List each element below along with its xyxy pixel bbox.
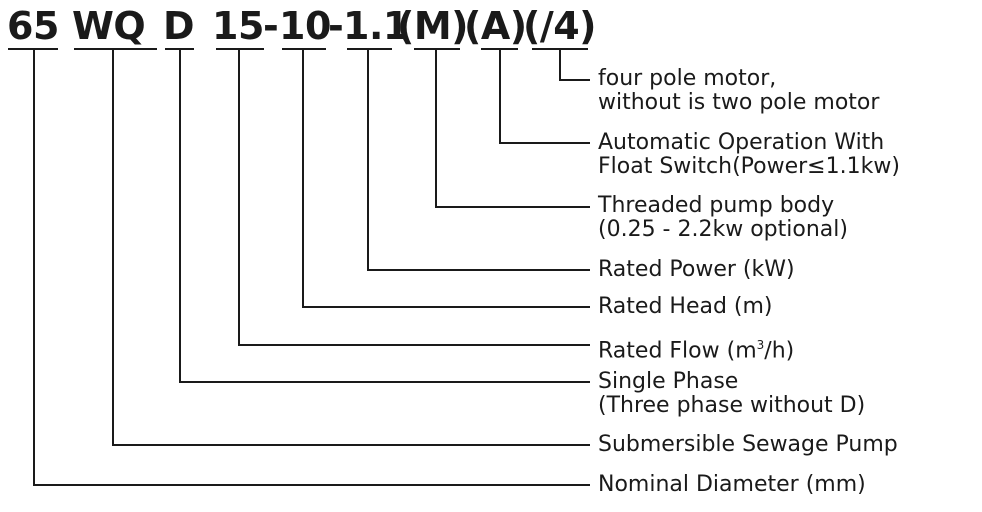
code-dash-2: -	[328, 4, 344, 48]
label-power: Rated Power (kW)	[598, 257, 795, 282]
code-auto: (A)	[464, 4, 527, 48]
label-phase: Single Phase (Three phase without D)	[598, 370, 865, 418]
code-diameter: 65	[7, 4, 59, 48]
flow-text-end: /h)	[764, 338, 795, 364]
code-four-pole: (/4)	[523, 4, 597, 48]
flow-text: Rated Flow (m	[598, 338, 757, 364]
code-phase: D	[163, 4, 195, 48]
code-dash-1: -	[263, 4, 279, 48]
code-flow: 15	[212, 4, 264, 48]
label-head: Rated Head (m)	[598, 294, 773, 319]
code-head: 10	[279, 4, 331, 48]
code-threaded: (M)	[397, 4, 469, 48]
label-line: (0.25 - 2.2kw optional)	[598, 217, 848, 242]
label-line: without is two pole motor	[598, 90, 880, 115]
label-diameter: Nominal Diameter (mm)	[598, 472, 866, 497]
label-flow: Rated Flow (m3/h)	[598, 333, 794, 363]
label-line: four pole motor,	[598, 66, 777, 91]
label-line: Automatic Operation With	[598, 130, 885, 155]
label-line: Single Phase	[598, 369, 739, 394]
label-auto: Automatic Operation With Float Switch(Po…	[598, 131, 900, 179]
code-power: 1.1	[343, 4, 409, 48]
label-line: (Three phase without D)	[598, 393, 866, 418]
label-line: Float Switch(Power≤1.1kw)	[598, 154, 900, 179]
label-line: Threaded pump body	[598, 193, 835, 218]
flow-superscript: 3	[756, 338, 765, 352]
label-sewage: Submersible Sewage Pump	[598, 432, 898, 457]
label-threaded: Threaded pump body (0.25 - 2.2kw optiona…	[598, 194, 848, 242]
label-four-pole: four pole motor, without is two pole mot…	[598, 67, 879, 115]
code-type: WQ	[72, 4, 146, 48]
